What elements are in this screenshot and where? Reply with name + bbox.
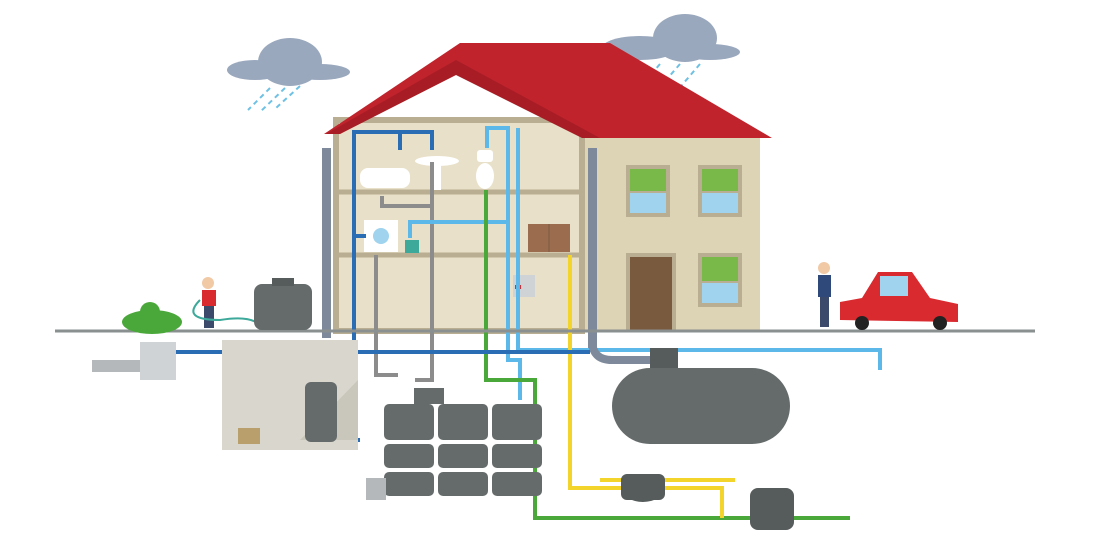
rain-tank-above-ground [254,278,312,330]
kitchen-cabinet-icon [528,224,570,252]
bathtub-icon [360,168,410,188]
sink-icon [415,156,459,190]
cellar-tank [305,382,337,442]
toilet-icon [476,150,494,189]
underground-modular-tank [366,388,542,500]
door [626,253,676,331]
window [698,253,742,307]
roof [324,43,772,138]
pipe-downpipe-to-tank [588,339,650,364]
soakaway-tank [621,474,665,502]
pipe-green [484,190,850,520]
pipe-mains-blue [352,130,434,340]
downpipe-left [322,148,331,338]
inlet-box [92,342,176,380]
window [626,165,670,217]
pipe-grey-waste [374,162,434,382]
soakaway-tank [750,488,794,530]
bush-icon [122,302,182,334]
washing-machine-icon [364,220,398,252]
underground-cylinder-tank [612,348,790,444]
rain-left [247,85,301,113]
cellar [222,340,358,450]
bucket-icon [405,240,419,253]
downpipe-right [588,148,597,350]
cloud-left [227,38,350,86]
boy-washing-car-icon [818,262,831,327]
girl-with-hose-icon [192,277,261,328]
pipe-lightblue-recycled [408,126,882,400]
window [698,165,742,217]
car-icon [840,272,958,330]
